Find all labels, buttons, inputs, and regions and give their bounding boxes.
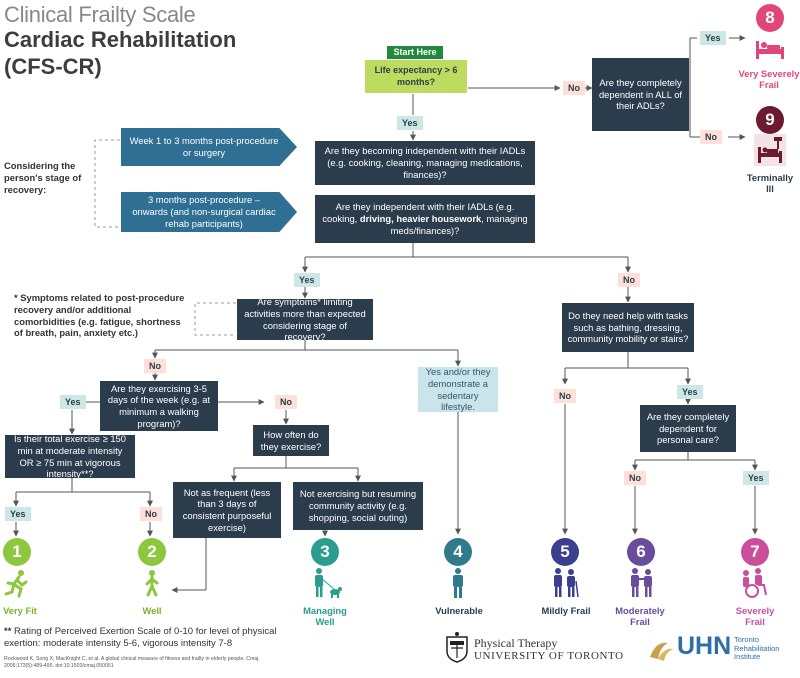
no-label: No [563,81,585,95]
not-as-frequent-box: Not as frequent (less than 3 days of con… [173,482,281,538]
title-line3: (CFS-CR) [4,54,102,79]
level-badge-2: 2 [138,538,166,566]
no-label: No [140,507,162,521]
level-label-4: Vulnerable [435,605,483,616]
level-badge-9: 9 [756,106,784,134]
level-label-8: Very Severely Frail [738,68,800,91]
level-badge-1: 1 [3,538,31,566]
university-crest-icon [444,630,470,664]
two-persons-cane-icon [548,566,582,600]
yes-label: Yes [743,471,769,485]
need-help-question: Do they need help with tasks such as bat… [562,303,694,352]
level-label-9: Terminally Ill [746,172,794,195]
stage-week-arrow: Week 1 to 3 months post-procedure or sur… [121,128,297,166]
standing-person-icon [441,566,475,600]
yes-label: Yes [397,116,423,130]
rpe-footnote: ** Rating of Perceived Exertion Scale of… [4,626,277,649]
level-label-6: Moderately Frail [615,605,665,628]
title-line1: Clinical Frailty Scale [4,2,196,27]
uhn-logo-text: UHN [677,632,732,660]
level-label-1: Very Fit [3,605,37,616]
exercising-question: Are they exercising 3-5 days of the week… [100,381,218,431]
start-here-label: Start Here [387,46,443,59]
becoming-independent-question: Are they becoming independent with their… [315,141,535,185]
yes-label: Yes [677,385,703,399]
level-label-5: Mildly Frail [541,605,591,616]
total-exercise-question: Is their total exercise ≥ 150 min at mod… [5,433,135,479]
title-line2: Cardiac Rehabilitation [4,27,237,52]
level-label-2: Well [142,605,162,616]
no-label: No [144,359,166,373]
level-label-7: Severely Frail [735,605,775,628]
person-in-bed-icon [752,32,788,66]
symptoms-note: * Symptoms related to post-procedure rec… [14,292,185,339]
no-label: No [618,273,640,287]
how-often-question: How often do they exercise? [253,425,329,456]
level-badge-4: 4 [444,538,472,566]
person-wheelchair-icon [738,566,772,600]
stage-months-arrow: 3 months post-procedure – onwards (and n… [121,192,297,232]
person-assisted-icon [624,566,658,600]
level-label-3: Managing Well [303,605,347,628]
no-label: No [624,471,646,485]
independent-iadls-question: Are they independent with their IADLs (e… [315,195,535,243]
person-with-dog-icon [308,566,342,600]
life-expectancy-question: Life expectancy > 6 months? [365,60,467,93]
stage-of-recovery-label: Considering the person's stage of recove… [4,160,82,195]
no-label: No [700,130,722,144]
level-badge-5: 5 [551,538,579,566]
level-badge-8: 8 [756,4,784,32]
level-badge-7: 7 [741,538,769,566]
level-badge-3: 3 [311,538,339,566]
yes-label: Yes [294,273,320,287]
uhn-leaf-icon [648,636,676,664]
sedentary-box: Yes and/or they demonstrate a sedentary … [418,366,498,412]
hospital-bed-icon [752,133,788,167]
no-label: No [554,389,576,403]
symptoms-question: Are symptoms* limiting activities more t… [237,296,373,342]
tri-name: Toronto Rehabilitation Institute [734,635,780,662]
running-person-icon [0,566,34,600]
walking-person-icon [135,566,169,600]
university-name: UNIVERSITY OF TORONTO [474,650,624,662]
dependent-care-question: Are they completely dependent for person… [640,405,736,452]
not-exercising-box: Not exercising but resuming community ac… [293,482,423,530]
yes-label: Yes [60,395,86,409]
yes-label: Yes [700,31,726,45]
no-label: No [275,395,297,409]
adls-dependent-question: Are they completely dependent in ALL of … [592,58,689,131]
citation: Rockwood K, Song X, MacKnight C, et al. … [4,656,260,669]
level-badge-6: 6 [627,538,655,566]
yes-label: Yes [5,507,31,521]
pt-name: Physical Therapy [474,636,558,650]
